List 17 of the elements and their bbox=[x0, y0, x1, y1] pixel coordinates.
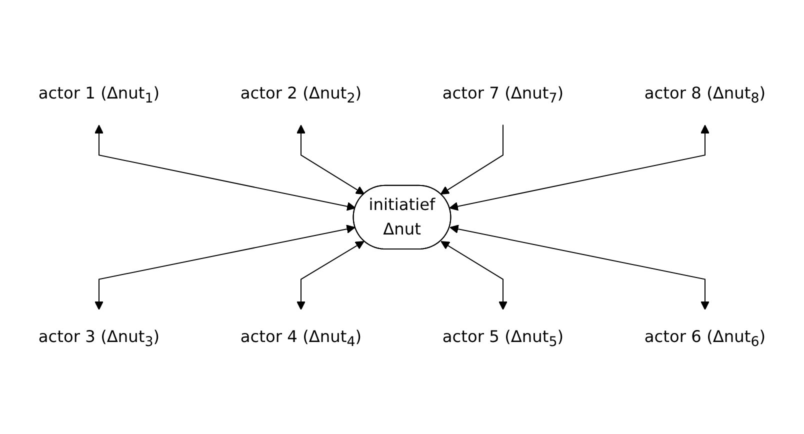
node-text: actor 4 (Δnut$_{4}$) bbox=[240, 326, 362, 350]
node-text: actor 1 (Δnut$_{1}$) bbox=[38, 83, 160, 106]
arrow bbox=[440, 124, 504, 194]
arrow bbox=[296, 124, 365, 194]
node-text: actor 2 (Δnut$_{2}$) bbox=[240, 83, 362, 106]
node-text: actor 7 (Δnut$_{7}$) bbox=[442, 83, 564, 106]
node-text: actor 5 (Δnut$_{5}$) bbox=[442, 326, 564, 350]
arrow bbox=[440, 240, 508, 310]
node-text: actor 3 (Δnut$_{3}$) bbox=[38, 326, 160, 350]
arrow bbox=[450, 224, 710, 310]
node-text: actor 6 (Δnut$_{6}$) bbox=[644, 326, 766, 350]
arrow bbox=[94, 224, 356, 310]
node-text: actor 8 (Δnut$_{8}$) bbox=[644, 83, 766, 106]
arrow bbox=[296, 240, 364, 310]
diagram: initiatief Δnut actor 1 (Δnut$_{1}$) actor 2 (Δnut$_{2}$) actor 3 (Δnut$_{3}$) actor 4 (Δnut$_{4}$) actor 5 (Δnut$_{5}$) actor 6 (Δnut$_{6}$) actor 7 (Δnut$_{7}$) actor 8 (Δnut$_{8}$) bbox=[0, 58, 804, 376]
arrow bbox=[449, 124, 710, 211]
arrow bbox=[94, 124, 356, 211]
